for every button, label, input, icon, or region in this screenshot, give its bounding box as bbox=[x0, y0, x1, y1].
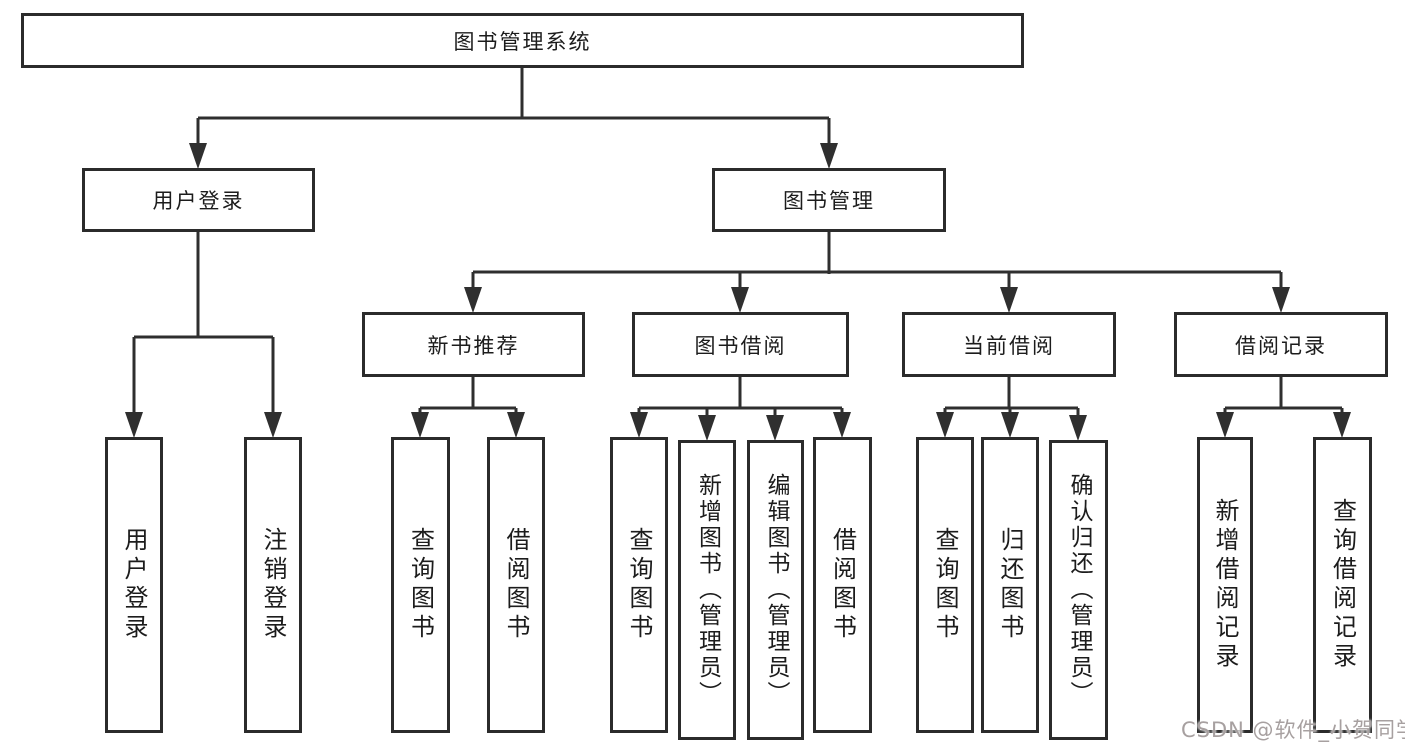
node-label: 图书借阅 bbox=[694, 333, 787, 358]
leaf-br-add-record: 新增借阅记录 bbox=[1197, 437, 1253, 733]
node-borrowing-records: 借阅记录 bbox=[1174, 312, 1388, 377]
leaf-cb-confirm-return-admin: 确认归还（管理员） bbox=[1049, 440, 1108, 740]
arrow-icon bbox=[507, 412, 525, 438]
connector-userlogin-branch bbox=[132, 232, 275, 420]
leaf-logout: 注销登录 bbox=[244, 437, 302, 733]
leaf-rec-search-book: 查询图书 bbox=[391, 437, 450, 733]
arrow-icon bbox=[820, 143, 838, 169]
arrow-icon bbox=[833, 412, 851, 438]
node-label: 图书管理 bbox=[783, 189, 875, 213]
arrow-icon bbox=[189, 143, 207, 169]
node-new-book-recommendation: 新书推荐 bbox=[362, 312, 585, 377]
node-label: 新增图书（管理员） bbox=[694, 473, 721, 707]
connector-bookborrow-branch bbox=[637, 377, 844, 423]
leaf-user-login: 用户登录 bbox=[105, 437, 163, 733]
arrow-icon bbox=[1000, 287, 1018, 313]
arrow-icon bbox=[630, 412, 648, 438]
node-library-management-system: 图书管理系统 bbox=[21, 13, 1024, 68]
node-label: 用户登录 bbox=[152, 189, 245, 213]
leaf-bb-search-book: 查询图书 bbox=[610, 437, 668, 733]
node-label: 查询图书 bbox=[931, 527, 959, 643]
connector-borrowrecord-branch bbox=[1223, 377, 1344, 420]
leaf-rec-borrow-book: 借阅图书 bbox=[487, 437, 545, 733]
arrow-icon bbox=[766, 415, 784, 441]
node-book-management: 图书管理 bbox=[712, 168, 946, 232]
arrow-icon bbox=[1001, 412, 1019, 438]
node-label: 当前借阅 bbox=[963, 333, 1055, 358]
leaf-bb-edit-book-admin: 编辑图书（管理员） bbox=[747, 440, 804, 740]
arrow-icon bbox=[1216, 412, 1234, 438]
node-label: 借阅记录 bbox=[1235, 333, 1327, 358]
node-label: 图书管理系统 bbox=[453, 29, 592, 54]
node-book-borrowing: 图书借阅 bbox=[632, 312, 849, 377]
node-label: 新增借阅记录 bbox=[1211, 498, 1239, 672]
arrow-icon bbox=[264, 412, 282, 438]
node-current-borrowing: 当前借阅 bbox=[902, 312, 1116, 377]
connector-root-branch bbox=[196, 68, 831, 150]
node-user-login: 用户登录 bbox=[82, 168, 315, 232]
connector-bookmgmt-branch bbox=[471, 232, 1283, 295]
connector-currentborrow-branch bbox=[943, 377, 1080, 423]
node-label: 查询图书 bbox=[625, 527, 653, 643]
node-label: 借阅图书 bbox=[502, 527, 530, 643]
connector-newbookrec-branch bbox=[418, 377, 518, 420]
arrow-icon bbox=[698, 415, 716, 441]
node-label: 注销登录 bbox=[259, 527, 287, 643]
node-label: 编辑图书（管理员） bbox=[763, 473, 789, 707]
arrow-icon bbox=[125, 412, 143, 438]
node-label: 用户登录 bbox=[120, 527, 148, 643]
node-label: 借阅图书 bbox=[828, 527, 857, 643]
leaf-cb-return-book: 归还图书 bbox=[981, 437, 1039, 733]
arrow-icon bbox=[731, 287, 749, 313]
csdn-watermark: CSDN @软件_小贺同学 bbox=[1181, 718, 1405, 742]
leaf-cb-search-book: 查询图书 bbox=[916, 437, 974, 733]
node-label: 新书推荐 bbox=[427, 333, 520, 358]
arrow-icon bbox=[1333, 412, 1351, 438]
node-label: 确认归还（管理员） bbox=[1066, 473, 1092, 707]
leaf-br-search-record: 查询借阅记录 bbox=[1313, 437, 1372, 733]
arrow-icon bbox=[411, 412, 429, 438]
leaf-bb-add-book-admin: 新增图书（管理员） bbox=[678, 440, 736, 740]
arrow-icon bbox=[464, 287, 482, 313]
node-label: 查询借阅记录 bbox=[1328, 498, 1357, 672]
node-label: 查询图书 bbox=[406, 527, 435, 643]
node-label: 归还图书 bbox=[996, 527, 1024, 643]
arrow-icon bbox=[1069, 415, 1087, 441]
arrow-icon bbox=[1272, 287, 1290, 313]
leaf-bb-borrow-book: 借阅图书 bbox=[813, 437, 872, 733]
arrow-icon bbox=[936, 412, 954, 438]
